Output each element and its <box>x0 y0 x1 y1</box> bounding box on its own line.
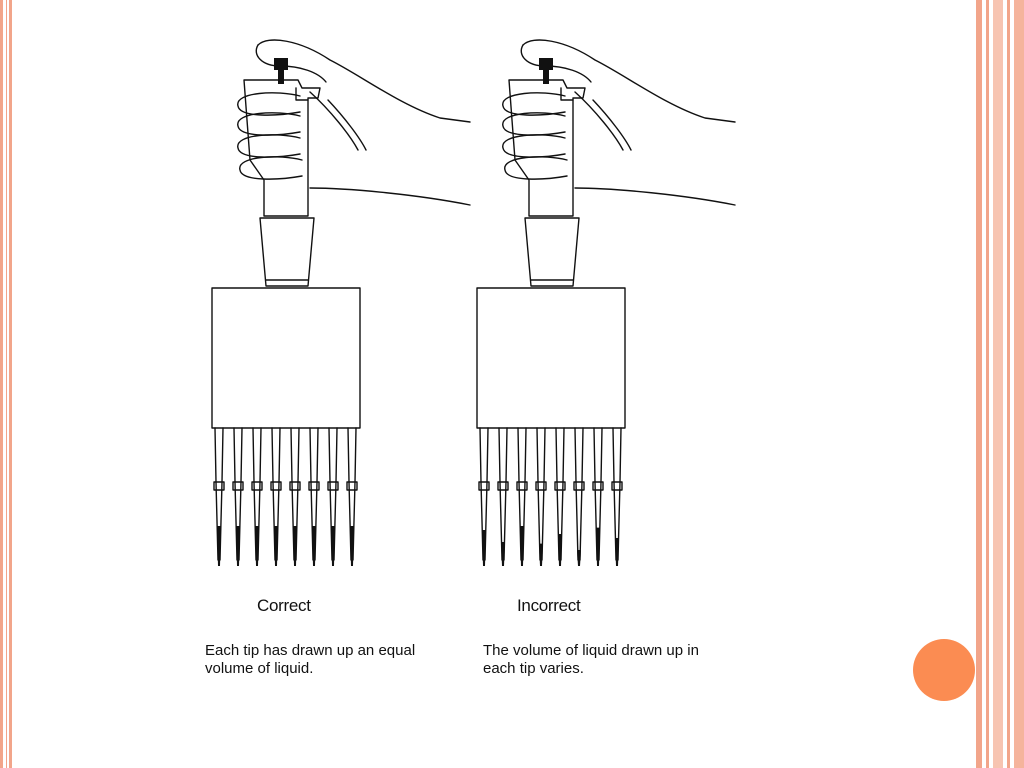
tip-5 <box>554 427 566 566</box>
tip-collar <box>251 481 263 491</box>
finger-1 <box>502 92 566 116</box>
tip-collar <box>573 481 585 491</box>
plunger-button <box>274 58 288 70</box>
tip-5 <box>289 427 301 566</box>
tip-2 <box>497 427 509 566</box>
pipette-body <box>243 79 321 217</box>
hand-outline <box>522 39 736 206</box>
pipette-neck <box>259 217 315 287</box>
tip-ejector <box>295 87 309 101</box>
tip-outline <box>536 427 546 561</box>
tip-collar <box>592 481 604 491</box>
tip-liquid <box>255 526 259 566</box>
right-border <box>976 0 1024 768</box>
caption-incorrect-line-2: each tip varies. <box>483 660 584 677</box>
tip-8 <box>611 427 623 566</box>
pipette-correct <box>211 39 471 566</box>
tip-4 <box>535 427 547 566</box>
pipette-body <box>508 79 586 217</box>
plunger-stem <box>278 70 284 84</box>
tip-liquid <box>520 526 524 566</box>
tip-liquid <box>236 526 240 566</box>
tip-3 <box>251 427 263 566</box>
tip-collar <box>497 481 509 491</box>
tip-7 <box>327 427 339 566</box>
left-border <box>0 0 12 768</box>
tip-collar <box>213 481 225 491</box>
tip-liquid <box>274 526 278 566</box>
hand-outline <box>257 39 471 206</box>
tip-liquid <box>293 526 297 566</box>
tip-ejector <box>560 87 574 101</box>
tip-1 <box>213 427 225 566</box>
tip-outline <box>498 427 508 561</box>
tip-collar <box>327 481 339 491</box>
tip-1 <box>478 427 490 566</box>
tip-liquid <box>217 526 221 566</box>
finger-4 <box>239 156 303 180</box>
tip-collar <box>270 481 282 491</box>
pipette-drawing <box>211 39 471 566</box>
tip-4 <box>270 427 282 566</box>
tip-liquid <box>615 538 619 566</box>
pipette-neck <box>524 217 580 287</box>
tip-collar <box>535 481 547 491</box>
tip-liquid <box>501 542 505 566</box>
tip-outline <box>574 427 584 561</box>
finger-4 <box>504 156 568 180</box>
tip-liquid <box>350 526 354 566</box>
plunger-stem <box>543 70 549 84</box>
tip-collar <box>346 481 358 491</box>
tip-3 <box>516 427 528 566</box>
tip-liquid <box>482 530 486 566</box>
tip-collar <box>308 481 320 491</box>
plunger-button <box>539 58 553 70</box>
tip-collar <box>478 481 490 491</box>
tip-collar <box>516 481 528 491</box>
tip-liquid <box>331 526 335 566</box>
manifold-block <box>476 287 626 429</box>
tip-6 <box>573 427 585 566</box>
tip-collar <box>611 481 623 491</box>
tip-liquid <box>312 526 316 566</box>
caption-incorrect-line-1: The volume of liquid drawn up in <box>483 642 699 659</box>
tip-collar <box>289 481 301 491</box>
tip-2 <box>232 427 244 566</box>
manifold-block <box>211 287 361 429</box>
tip-collar <box>232 481 244 491</box>
finger-3 <box>502 134 566 158</box>
pipette-incorrect <box>476 39 736 566</box>
tip-6 <box>308 427 320 566</box>
accent-circle <box>913 639 975 701</box>
tip-liquid <box>577 550 581 566</box>
label-correct: Correct <box>257 596 311 615</box>
tip-liquid <box>596 527 600 566</box>
tip-8 <box>346 427 358 566</box>
thumb-outline <box>520 44 592 83</box>
caption-incorrect: The volume of liquid drawn up in each ti… <box>483 642 743 678</box>
tip-liquid <box>539 543 543 566</box>
caption-correct: Each tip has drawn up an equal volume of… <box>205 642 465 678</box>
caption-correct-line-2: volume of liquid. <box>205 660 314 677</box>
finger-3 <box>237 134 301 158</box>
tip-liquid <box>558 534 562 566</box>
tip-7 <box>592 427 604 566</box>
thumb-outline <box>255 44 327 83</box>
finger-1 <box>237 92 301 116</box>
caption-correct-line-1: Each tip has drawn up an equal <box>205 642 416 659</box>
tip-collar <box>554 481 566 491</box>
label-incorrect: Incorrect <box>517 596 581 615</box>
pipette-drawing <box>476 39 736 566</box>
